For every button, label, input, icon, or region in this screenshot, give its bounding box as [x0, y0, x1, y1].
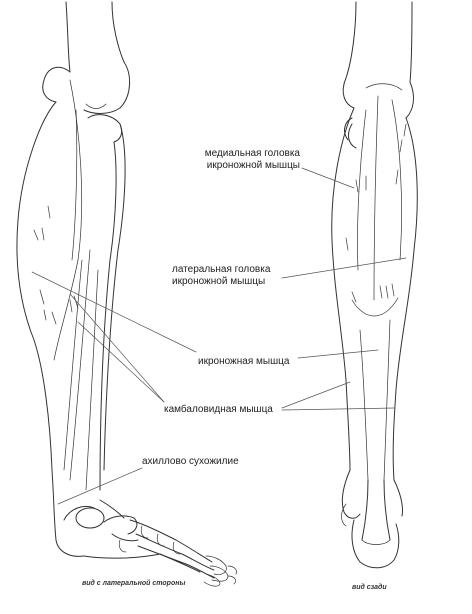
rear-heel	[341, 469, 361, 519]
leader-lateral-head	[281, 257, 407, 279]
rear-calf-outline-left	[331, 107, 355, 471]
label-medial-head-line1: медиальная головка	[204, 148, 300, 159]
foot-bones	[83, 515, 237, 587]
lateral-knee	[83, 61, 130, 114]
rear-calf-outline-right	[392, 117, 418, 481]
label-soleus: камбаловидная мышца	[164, 404, 273, 415]
lateral-heel	[55, 539, 85, 557]
caption-rear-view: вид сзади	[352, 584, 387, 591]
fibula-head	[87, 114, 123, 143]
label-lateral-head-line1: латеральная головка	[172, 264, 271, 275]
tibia-front	[103, 123, 126, 471]
leader-gastrocnemius-right	[297, 349, 379, 359]
caption-lateral-view: вид с латеральной стороны	[82, 580, 186, 587]
rear-femur-left	[345, 1, 357, 79]
lateral-malleolus	[75, 507, 105, 529]
lateral-view-leg	[16, 1, 237, 587]
leader-soleus-left-2	[77, 321, 165, 403]
leader-gastrocnemius-left	[31, 271, 197, 353]
lateral-calf-outline	[16, 101, 57, 541]
leader-achilles	[57, 467, 143, 505]
leader-medial-head	[301, 167, 355, 189]
label-lateral-head: латеральная головка икроножной мышцы	[172, 264, 270, 288]
leader-soleus-right-2	[281, 381, 351, 409]
label-medial-head-line2: икроножной мышцы	[206, 160, 300, 171]
label-achilles: ахиллово сухожилие	[142, 456, 239, 467]
rear-achilles	[361, 479, 369, 541]
label-gastrocnemius: икроножная мышца	[198, 356, 290, 367]
leader-lines	[31, 167, 407, 505]
label-medial-head: медиальная головка икроножной мышцы	[160, 148, 300, 172]
leader-soleus-right	[281, 407, 395, 411]
leader-soleus-left	[69, 293, 165, 403]
rear-view-leg	[331, 1, 418, 569]
rear-femur-right	[409, 1, 413, 83]
label-lateral-head-line2: икроножной мышцы	[172, 276, 266, 287]
lateral-femur	[65, 1, 71, 73]
